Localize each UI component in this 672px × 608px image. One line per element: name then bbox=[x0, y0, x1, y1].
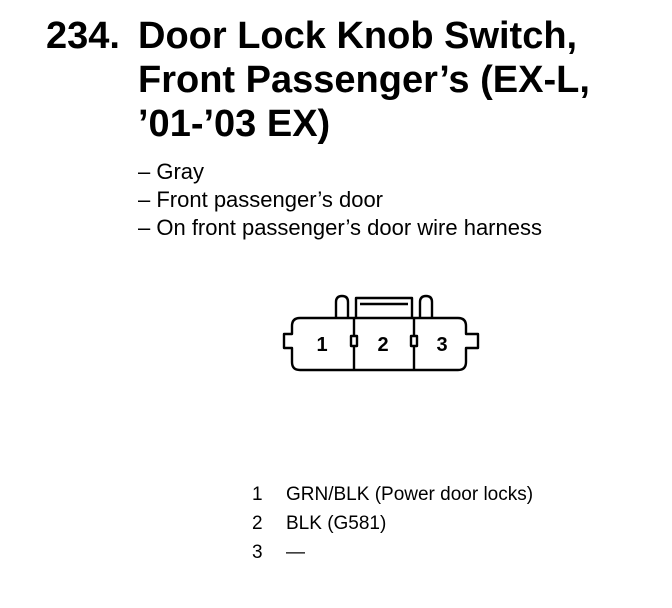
title-line: ’01-’03 EX) bbox=[138, 103, 331, 145]
connector-details: Gray Front passenger’s door On front pas… bbox=[138, 158, 542, 242]
latch-ear-left bbox=[334, 294, 350, 318]
section-title: Door Lock Knob Switch, Front Passenger’s… bbox=[138, 14, 658, 146]
latch-ear-right bbox=[418, 294, 434, 318]
pinout-row: 2 BLK (G581) bbox=[252, 509, 533, 538]
pin-number: 2 bbox=[252, 513, 263, 534]
pin-wire: BLK (G581) bbox=[286, 513, 387, 534]
title-line: Door Lock Knob Switch, bbox=[138, 15, 578, 57]
cavity-label-2: 2 bbox=[377, 334, 388, 356]
detail-color: Gray bbox=[138, 158, 542, 186]
cavity-label-3: 3 bbox=[436, 334, 447, 356]
title-line: Front Passenger’s (EX-L, bbox=[138, 59, 590, 101]
pin-wire: — bbox=[286, 542, 305, 563]
detail-location: Front passenger’s door bbox=[138, 186, 542, 214]
cavity-label-1: 1 bbox=[316, 334, 327, 356]
connector-housing bbox=[282, 316, 480, 372]
pinout-row: 1 GRN/BLK (Power door locks) bbox=[252, 480, 533, 509]
pinout-row: 3— bbox=[252, 538, 533, 567]
section-number: 234. bbox=[46, 15, 120, 57]
connector-latch bbox=[354, 296, 414, 318]
pin-number: 3 bbox=[252, 542, 263, 563]
connector-diagram: 1 2 3 bbox=[282, 294, 480, 372]
detail-harness: On front passenger’s door wire harness bbox=[138, 214, 542, 242]
pin-wire: GRN/BLK (Power door locks) bbox=[286, 484, 534, 505]
pin-number: 1 bbox=[252, 484, 263, 505]
